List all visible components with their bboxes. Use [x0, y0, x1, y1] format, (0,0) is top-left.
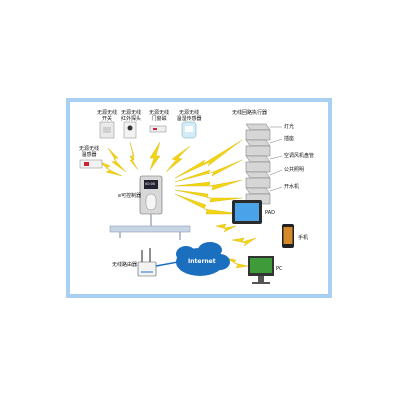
bus-bar: [109, 225, 191, 233]
sensor-temp-label: 无源无线 温湿传感器: [176, 110, 202, 122]
bolt-icon: [231, 237, 257, 247]
sensor-switch-label: 无源无线 开关: [96, 110, 117, 122]
internet-cloud: [176, 242, 230, 276]
bolt-icon: [165, 145, 191, 173]
relay-load-0: 灯光: [284, 124, 295, 130]
bolt-icon: [149, 141, 161, 171]
bolt-icon: [95, 159, 123, 177]
pc-label: PC: [276, 266, 283, 272]
router-label: 无线路由器: [112, 262, 138, 268]
pad-label: PAD: [265, 210, 275, 216]
relay-load-4: 开水机: [284, 184, 300, 190]
sensor-smoke-device: [79, 159, 103, 169]
bolt-icon: [129, 141, 139, 171]
bolt-icon: [174, 179, 243, 191]
relay-load-1: 插座: [284, 136, 295, 142]
sensor-door-device: [149, 125, 167, 133]
relay-load-3: 公共照明: [284, 167, 305, 173]
sensor-ir-device: [123, 121, 137, 139]
controller-device: [139, 175, 163, 215]
phone-device: [282, 224, 294, 248]
sensor-smoke-label: 无源无线 温感器: [78, 146, 99, 158]
internet-label: Internet: [188, 258, 216, 265]
phone-label: 手机: [298, 235, 309, 241]
router-device: [137, 248, 157, 277]
relay-stack: [245, 123, 271, 205]
pc-device: [248, 256, 274, 284]
sensor-ir-label: 无源无线 红外探头: [120, 110, 141, 122]
bolt-icon: [215, 223, 237, 233]
bolt-icon: [174, 189, 243, 203]
bolt-icon: [174, 159, 243, 183]
relay-load-2: 空调风机盘管: [284, 153, 315, 159]
sensor-switch-device: [99, 121, 115, 139]
sensor-door-label: 无源无线 门窗磁: [148, 110, 169, 122]
pad-device: [232, 200, 262, 224]
controller-label: e可控制器: [118, 193, 142, 199]
relay-title: 无线回路执行器: [232, 110, 268, 116]
controller-screen-text: 00:00: [145, 182, 156, 186]
bolt-icon: [174, 139, 243, 179]
sensor-temp-device: [181, 121, 197, 139]
bolt-icon: [174, 193, 243, 215]
bolt-icon: [107, 147, 127, 173]
